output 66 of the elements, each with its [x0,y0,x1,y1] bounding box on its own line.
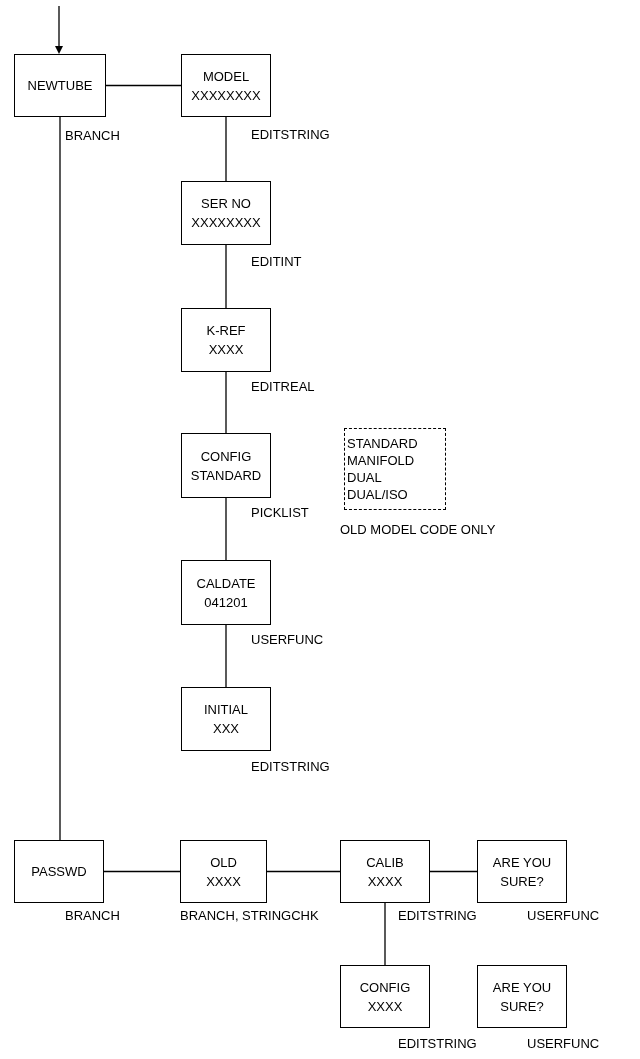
connector-line [103,870,181,873]
box-text: MODEL [202,67,250,86]
function-label: BRANCH [65,128,120,144]
menu-box [14,840,104,903]
box-text: XXXXXXXX [191,86,261,105]
box-text: STANDARD [190,466,262,485]
menu-box [181,308,271,372]
box-text: ARE YOU SURE? [491,978,553,1016]
function-label: BRANCH, STRINGCHK [180,908,319,924]
connector-line [105,84,182,87]
menu-box [477,965,567,1028]
box-text: CALDATE [196,574,256,593]
box-text: XXXX [367,872,403,891]
function-label: EDITSTRING [398,908,477,924]
box-text: XXXX [208,341,244,359]
connector-line [225,624,227,688]
box-text: 041201 [204,593,248,612]
box-text: NEWTUBE [27,77,93,95]
function-label: EDITSTRING [398,1036,477,1052]
connector-line [266,870,341,873]
box-text: CONFIG [359,978,411,997]
function-label: EDITSTRING [251,127,330,143]
box-text: XXXX [367,997,403,1016]
connector-line [225,371,227,434]
box-text: PASSWD [31,863,87,881]
connector-line [225,244,227,309]
connector-line [59,116,61,841]
box-text: DUAL [347,469,382,486]
box-text: XXXXXXXX [191,214,261,232]
connector-line [429,870,478,873]
menu-box [181,181,271,245]
connector-line [225,497,227,561]
box-text: DUAL/ISO [347,486,408,503]
function-label: BRANCH [65,908,120,924]
function-label: EDITSTRING [251,759,330,775]
menu-box [180,840,267,903]
box-text: CALIB [366,853,404,872]
menu-box [181,433,271,498]
box-text: OLD [210,853,237,872]
box-text: XXXX [206,872,241,891]
connector-line [225,116,227,182]
function-label: USERFUNC [251,632,324,648]
box-text: SER NO [201,195,251,213]
function-label: EDITINT [251,254,302,270]
function-label: USERFUNC [527,908,600,924]
menu-box [181,687,271,751]
box-text: INITIAL [203,701,249,719]
box-text: ARE YOU SURE? [491,853,553,891]
function-label: OLD MODEL CODE ONLY [340,522,496,538]
menu-box [477,840,567,903]
menu-box [181,560,271,625]
box-text: XXX [213,720,239,738]
box-text: K-REF [206,322,246,340]
arrow [55,5,63,54]
box-text: MANIFOLD [347,452,415,469]
function-label: PICKLIST [251,505,309,521]
function-label: USERFUNC [527,1036,600,1052]
menu-box [181,54,271,117]
box-text: STANDARD [347,435,418,452]
option-list-box [344,428,446,510]
box-text: CONFIG [200,447,252,466]
connector-line [384,902,386,966]
menu-box [14,54,106,117]
menu-box [340,840,430,903]
menu-box [340,965,430,1028]
function-label: EDITREAL [251,379,315,395]
